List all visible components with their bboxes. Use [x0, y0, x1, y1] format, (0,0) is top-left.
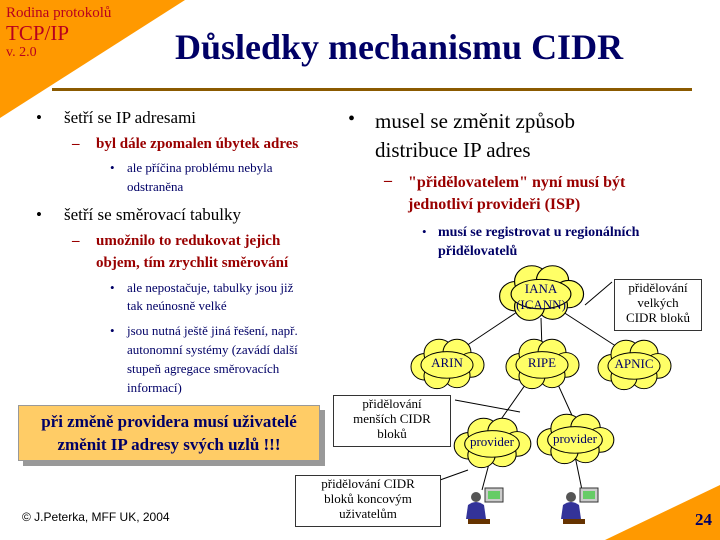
callout-box-warning: při změně providera musí uživatelé změni… — [18, 405, 320, 461]
series-protocol: TCP/IP — [6, 21, 70, 45]
note-registration-line2: přidělovatelů — [438, 244, 518, 259]
callout-line2: změnit IP adresy svých uzlů !!! — [57, 435, 281, 454]
note-registration: musí se registrovat u regionálních přidě… — [438, 223, 639, 261]
dot-marker: • — [422, 224, 427, 239]
bullet-routing-tables: šetří se směrovací tabulky — [64, 205, 242, 224]
note-end-users-line2: bloků koncovým — [324, 491, 412, 506]
cloud-ripe-label: RIPE — [527, 355, 557, 370]
series-name: Rodina protokolů — [6, 5, 112, 21]
note-cause-line2: odstraněna — [127, 179, 184, 194]
series-version: v. 2.0 — [6, 45, 37, 60]
note-small-blocks-line1: přidělování — [362, 396, 422, 411]
iana-name: IANA — [524, 281, 558, 296]
note-large-blocks-line2: velkých — [637, 295, 679, 310]
title-underline — [52, 88, 692, 91]
note-end-users-line3: uživatelům — [339, 506, 397, 521]
page-number: 24 — [695, 510, 712, 529]
cloud-provider1-label: provider — [469, 434, 515, 449]
sub-bullet-reduce-line2: objem, tím zrychlit směrování — [96, 255, 289, 271]
note-cause-line1: ale příčina problému nebyla — [127, 160, 273, 175]
note-small-blocks-line2: menších CIDR — [353, 411, 431, 426]
sub-bullet-providers-line2: jednotliví provideři (ISP) — [408, 196, 581, 213]
note-other-solutions-line4: informací) — [127, 380, 182, 395]
user-computer-icon — [466, 487, 504, 524]
dot-marker: • — [110, 160, 115, 175]
note-large-blocks: přidělování velkých CIDR bloků — [614, 279, 702, 331]
link-provider2-user — [574, 455, 583, 491]
cloud-arin-label: ARIN — [431, 355, 463, 370]
dot-marker: • — [110, 280, 115, 295]
sub-bullet-providers: "přidělovatelem" nyní musí být jednotliv… — [408, 172, 625, 216]
note-end-users: přidělování CIDR bloků koncovým uživatel… — [295, 475, 441, 527]
sub-bullet-providers-line1: "přidělovatelem" nyní musí být — [408, 174, 626, 191]
note-registration-line1: musí se registrovat u regionálních — [438, 225, 640, 240]
footer-copyright: © J.Peterka, MFF UK, 2004 — [22, 510, 170, 524]
pointer-small-blocks — [454, 399, 521, 413]
corner-decoration-bottom — [605, 485, 720, 540]
bullet-distribution-changed: musel se změnit způsob distribuce IP adr… — [375, 107, 575, 165]
corner-decoration-top — [0, 0, 185, 118]
note-insufficient-line1: ale nepostačuje, tabulky jsou již — [127, 280, 294, 295]
sub-bullet-reduce-line1: umožnilo to redukovat jejich — [96, 233, 281, 249]
bullet-marker: • — [36, 205, 42, 224]
bullet-distribution-line1: musel se změnit způsob — [375, 109, 576, 133]
callout-line1: při změně providera musí uživatelé — [41, 412, 297, 431]
slide-title: Důsledky mechanismu CIDR — [175, 27, 624, 67]
pointer-end-users — [439, 469, 469, 481]
bullet-marker: • — [36, 108, 42, 127]
user-computer-icon — [561, 487, 599, 524]
link-iana-arin — [459, 309, 521, 351]
note-large-blocks-line3: CIDR bloků — [626, 310, 690, 325]
series-label: Rodina protokolů TCP/IP v. 2.0 — [6, 6, 111, 60]
dot-marker: • — [110, 323, 115, 338]
bullet-ip-addresses: šetří se IP adresami — [64, 108, 197, 127]
note-large-blocks-line1: přidělování — [628, 280, 688, 295]
dash-marker: – — [384, 172, 392, 189]
note-other-solutions-line2: autonomní systémy (zavádí další — [127, 342, 298, 357]
note-small-blocks-line3: bloků — [377, 426, 407, 441]
dash-marker: – — [72, 233, 80, 249]
note-other-solutions-line3: stupeň agregace směrovacích — [127, 361, 280, 376]
pointer-large-blocks — [584, 281, 613, 306]
sub-bullet-slowdown: byl dále zpomalen úbytek adres — [96, 136, 299, 152]
note-end-users-line1: přidělování CIDR — [321, 476, 415, 491]
cloud-provider2-label: provider — [552, 431, 598, 446]
note-other-solutions-line1: jsou nutná ještě jiná řešení, např. — [127, 323, 298, 338]
cloud-apnic-label: APNIC — [614, 356, 654, 371]
note-small-blocks: přidělování menších CIDR bloků — [333, 395, 451, 447]
cloud-iana-label: IANA (ICANN) — [508, 281, 574, 313]
bullet-distribution-line2: distribuce IP adres — [375, 138, 531, 162]
bullet-marker: • — [348, 108, 356, 130]
iana-org: (ICANN) — [516, 297, 566, 312]
note-insufficient-line2: tak neúnosně velké — [127, 298, 227, 313]
dash-marker: – — [72, 136, 80, 152]
